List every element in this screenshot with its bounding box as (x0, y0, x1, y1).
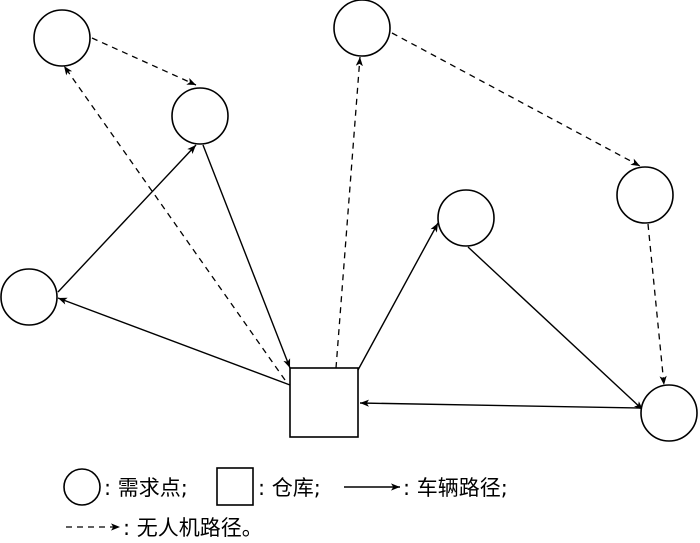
drone-route-depot-to-a (63, 65, 286, 381)
legend-depot-label: : 仓库; (258, 476, 321, 500)
drone-route-d-to-g (647, 223, 667, 386)
legend-demand-point-label: : 需求点; (104, 476, 188, 500)
legend-vehicle-route-label: : 车辆路径; (403, 476, 508, 500)
depot (289, 367, 359, 438)
vehicle-route-depot-to-e (357, 222, 439, 371)
vehicle-route-e-to-g (467, 246, 644, 411)
vehicle-route-depot-to-f (57, 297, 291, 386)
drone-route-depot-to-c (335, 56, 363, 369)
demand-point (640, 384, 698, 442)
drone-route-a-to-b (91, 37, 197, 86)
vehicle-route-f-to-b (57, 144, 197, 293)
legend-depot-icon (216, 467, 254, 506)
demand-point (33, 9, 91, 67)
demand-point (437, 189, 495, 247)
demand-point (171, 87, 229, 145)
vehicle-route-g-to-depot (359, 399, 641, 409)
legend-demand-point-icon (63, 468, 101, 506)
drone-route-c-to-d (391, 32, 641, 167)
demand-point (616, 166, 674, 224)
demand-point (333, 0, 391, 57)
demand-point (0, 268, 58, 326)
vehicle-route-b-to-depot (202, 144, 291, 369)
legend: : 需求点; : 仓库; : 车辆路径; : 无人机路径。 (63, 467, 508, 540)
legend-drone-route-label: : 无人机路径。 (123, 516, 263, 540)
